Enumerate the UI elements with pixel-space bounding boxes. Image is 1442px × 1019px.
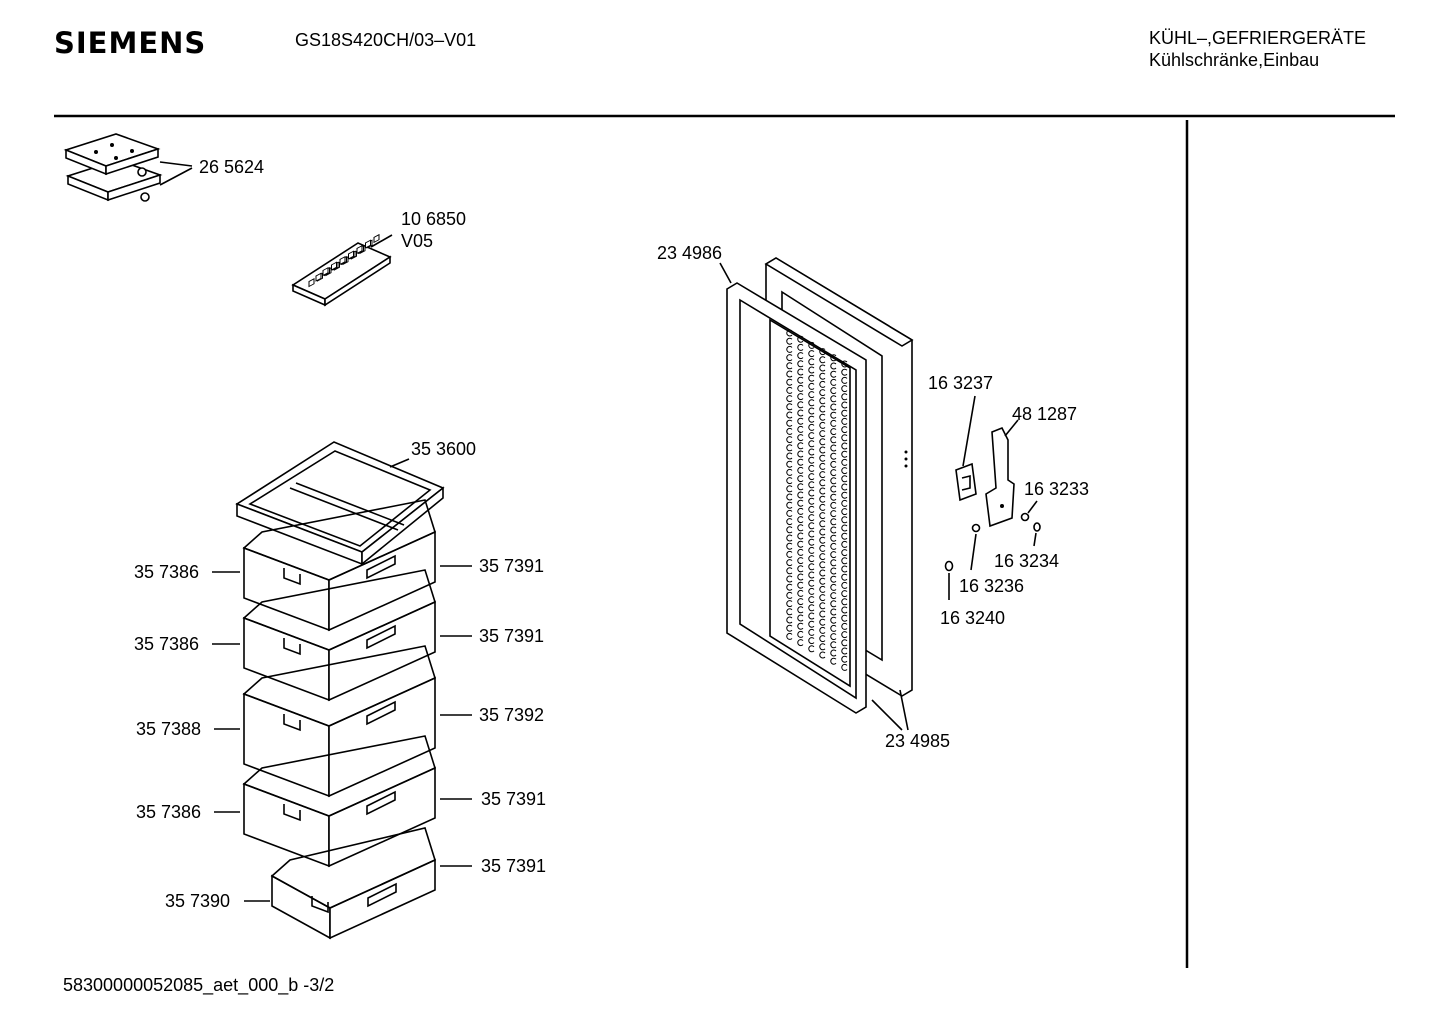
part-label-left-1: 35 7386 — [134, 562, 200, 582]
drawers-drawing — [242, 499, 436, 940]
part-label-right-5: 35 7391 — [481, 856, 547, 876]
part-label-163240: 16 3240 — [940, 608, 1006, 628]
drawer-5 — [270, 827, 436, 940]
part-label-left-2: 35 7386 — [134, 634, 200, 654]
part-label-481287: 48 1287 — [1012, 404, 1078, 424]
part-label-106850: 10 6850 — [401, 209, 467, 229]
ice-pack-drawing — [63, 133, 193, 202]
shelf-cover-drawing — [235, 441, 445, 566]
part-label-right-2: 35 7391 — [479, 626, 545, 646]
drawer-3 — [242, 645, 436, 798]
part-label-163233: 16 3233 — [1024, 479, 1090, 499]
drawer-1 — [242, 499, 436, 632]
part-label-265624: 26 5624 — [199, 157, 265, 177]
part-label-234986: 23 4986 — [657, 243, 723, 263]
part-label-234985: 23 4985 — [885, 731, 951, 751]
document-id: 58300000052085_aet_000_b -3/2 — [63, 975, 335, 995]
part-label-right-3: 35 7392 — [479, 705, 545, 725]
part-label-right-4: 35 7391 — [481, 789, 547, 809]
brand-logo: SIEMENS — [54, 26, 207, 60]
model-number: GS18S420CH/03–V01 — [295, 30, 477, 50]
part-label-163236: 16 3236 — [959, 576, 1025, 596]
hinge-drawing — [944, 395, 1041, 600]
part-label-left-3: 35 7388 — [136, 719, 202, 739]
drawer-2 — [242, 569, 436, 702]
part-label-163237: 16 3237 — [928, 373, 994, 393]
part-label-353600: 35 3600 — [411, 439, 477, 459]
drawer-4 — [242, 735, 436, 868]
part-label-163234: 16 3234 — [994, 551, 1060, 571]
category-title: KÜHL–,GEFRIERGERÄTE — [1149, 28, 1367, 48]
door-drawing — [719, 257, 914, 731]
ice-tray-drawing — [291, 233, 393, 307]
part-label-right-1: 35 7391 — [479, 556, 545, 576]
part-label-left-4: 35 7386 — [136, 802, 202, 822]
category-subtitle: Kühlschränke,Einbau — [1149, 50, 1320, 70]
part-label-left-5: 35 7390 — [165, 891, 231, 911]
part-label-v05: V05 — [401, 231, 434, 251]
leader-lines — [212, 565, 472, 902]
